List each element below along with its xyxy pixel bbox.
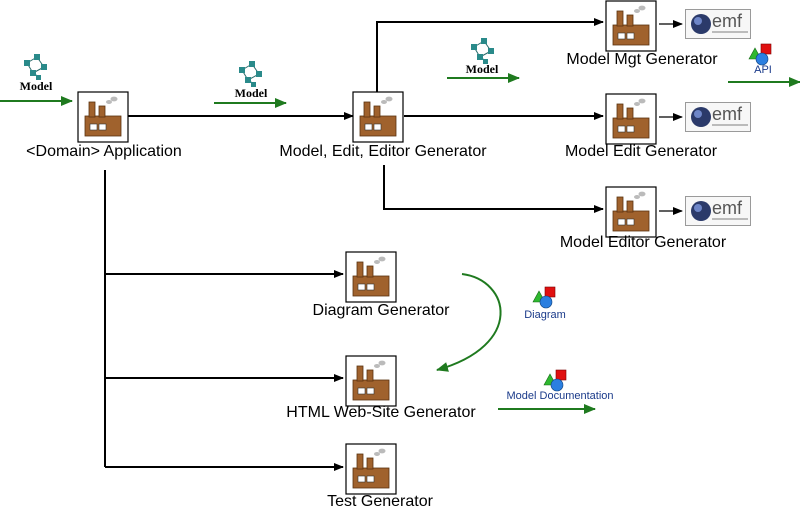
shapes-icon <box>748 43 772 66</box>
emf-logo-text: emf <box>712 11 743 31</box>
factory-icon <box>605 186 657 238</box>
emf-logo-icon: emf <box>685 196 751 226</box>
edges <box>104 18 683 471</box>
artifact-model-label: Model <box>19 79 53 93</box>
factory-icon <box>77 91 129 143</box>
artifact-diagram-label: Diagram <box>524 309 566 321</box>
artifact-api-label: API <box>754 64 772 76</box>
emf-logo-text: emf <box>712 198 743 218</box>
node-diagram-generator: Diagram Generator <box>312 302 450 319</box>
flows <box>0 73 800 414</box>
edge-mmeg-to-editor <box>383 165 604 213</box>
flow-diagram <box>436 273 502 372</box>
emf-globe-icon <box>691 14 711 34</box>
factory-icon <box>345 355 397 407</box>
node-model-editor-generator: Model Editor Generator <box>559 234 727 251</box>
factory-icon <box>345 443 397 495</box>
shapes-icon <box>532 286 556 309</box>
factory-icon <box>605 93 657 145</box>
model-graph-icon <box>238 60 263 88</box>
factory-icon <box>605 0 657 52</box>
node-model-mgt-generator: Model Mgt Generator <box>566 51 718 68</box>
node-test-generator: Test Generator <box>327 493 433 510</box>
node-domain-application: <Domain> Application <box>26 143 182 160</box>
artifact-model-documentation-label: Model Documentation <box>506 390 614 402</box>
emf-logo-icon: emf <box>685 102 751 132</box>
factory-icon <box>345 251 397 303</box>
emf-logo-icon: emf <box>685 9 751 39</box>
shapes-icon <box>543 369 567 392</box>
emf-logo-text: emf <box>712 104 743 124</box>
node-html-web-site-generator: HTML Web-Site Generator <box>286 404 476 421</box>
artifact-model-label: Model <box>465 62 499 76</box>
node-model-edit-generator: Model Edit Generator <box>564 143 718 160</box>
node-model-edit-editor-generator: Model, Edit, Editor Generator <box>279 143 487 160</box>
model-graph-icon <box>23 53 48 81</box>
edge-mmeg-to-mgt <box>376 18 604 96</box>
emf-globe-icon <box>691 201 711 221</box>
artifact-model-label: Model <box>234 86 268 100</box>
factory-icon <box>352 91 404 143</box>
emf-globe-icon <box>691 107 711 127</box>
model-graph-icon <box>470 37 495 65</box>
